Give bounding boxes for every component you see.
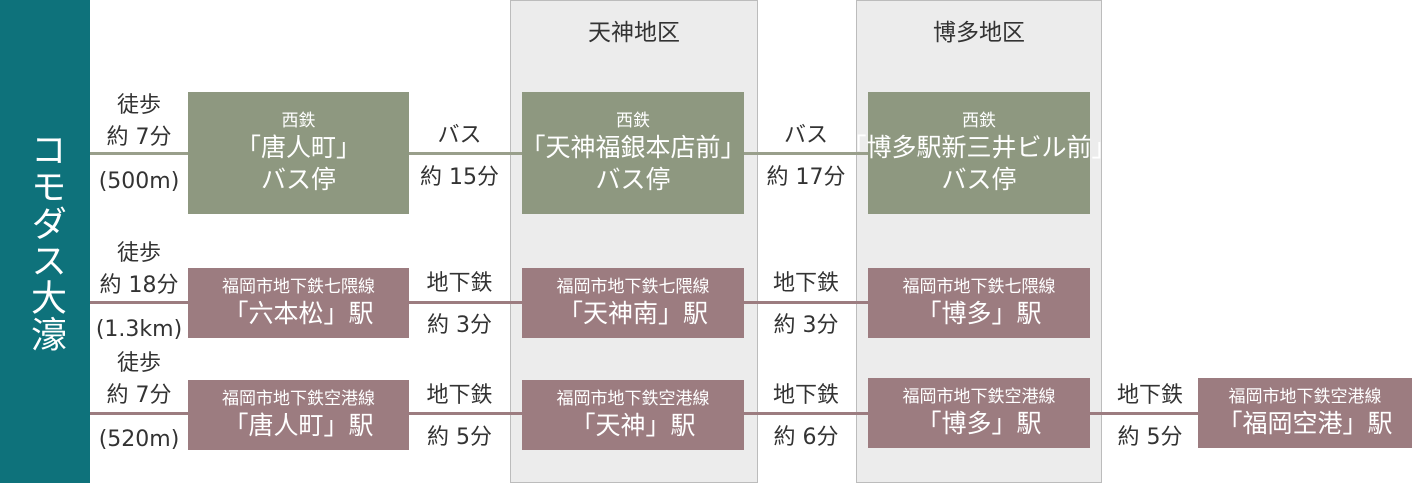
station-hakata-nanakuma: 福岡市地下鉄七隈線 「博多」駅 xyxy=(868,268,1090,338)
segment-label-bus-2: バス 約 17分 xyxy=(766,123,846,190)
stop-tenjin-fukugin-bus: 西鉄 「天神福銀本店前」 バス停 xyxy=(521,92,746,214)
segment-label-kuko-2: 地下鉄 約 6分 xyxy=(772,383,839,450)
walk-label-kuko: 徒歩 約 7分 (520m) xyxy=(98,351,180,452)
segment-label-bus-1: バス 約 15分 xyxy=(420,123,499,190)
segment-label-kuko-3: 地下鉄 約 5分 xyxy=(1116,383,1183,450)
district-title-hakata: 博多地区 xyxy=(933,20,1025,46)
route-line-bus xyxy=(90,152,870,155)
segment-label-nanakuma-2: 地下鉄 約 3分 xyxy=(772,271,839,338)
district-title-tenjin: 天神地区 xyxy=(588,20,680,46)
stop-tojinmachi-bus: 西鉄 「唐人町」 バス停 xyxy=(188,92,409,214)
station-tenjin-minami: 福岡市地下鉄七隈線 「天神南」駅 xyxy=(522,268,744,338)
segment-label-kuko-1: 地下鉄 約 5分 xyxy=(426,383,493,450)
walk-label-nanakuma: 徒歩 約 18分 (1.3km) xyxy=(95,241,183,342)
station-tojinmachi: 福岡市地下鉄空港線 「唐人町」駅 xyxy=(188,380,409,450)
segment-label-nanakuma-1: 地下鉄 約 3分 xyxy=(426,271,493,338)
station-fukuoka-airport: 福岡市地下鉄空港線 「福岡空港」駅 xyxy=(1198,378,1412,448)
station-tenjin: 福岡市地下鉄空港線 「天神」駅 xyxy=(522,380,744,450)
route-line-nanakuma xyxy=(90,301,870,304)
sidebar: コモダス大濠 xyxy=(0,0,90,483)
station-ropponmatsu: 福岡市地下鉄七隈線 「六本松」駅 xyxy=(188,268,409,338)
station-hakata-kuko: 福岡市地下鉄空港線 「博多」駅 xyxy=(868,378,1090,448)
sidebar-title: コモダス大濠 xyxy=(25,130,66,353)
walk-label-bus: 徒歩 約 7分 (500m) xyxy=(98,93,180,194)
stop-hakata-mitsui-bus: 西鉄 「博多駅新三井ビル前」 バス停 xyxy=(842,92,1117,214)
